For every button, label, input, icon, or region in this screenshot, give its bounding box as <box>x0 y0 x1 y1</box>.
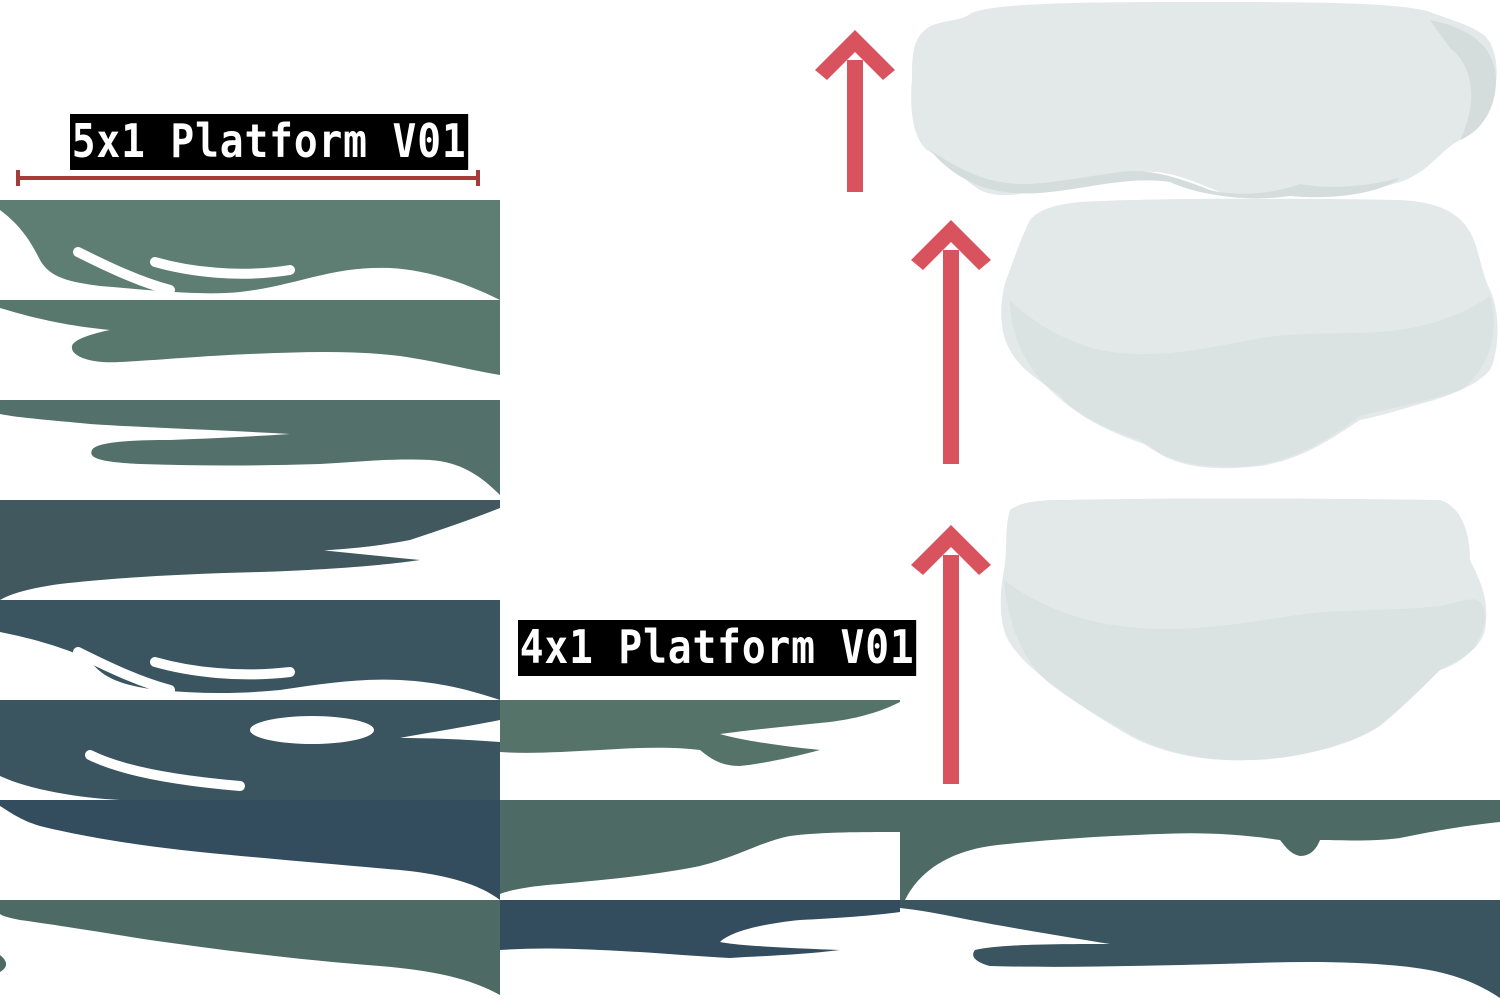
platform-tile-5x1-row6 <box>0 700 500 800</box>
platform-5x1-label: 5x1 Platform V01 <box>70 114 469 170</box>
platform-tile-4x1-row2 <box>500 800 900 894</box>
platform-tile-4x1-row1 <box>500 700 900 766</box>
platform-tile-ground-row2 <box>900 900 1500 998</box>
platform-tile-5x1-row8 <box>0 900 500 995</box>
platform-tile-4x1-row3 <box>500 900 900 958</box>
platform-4x1-label: 4x1 Platform V01 <box>518 620 917 676</box>
platform-tile-5x1-row5 <box>0 600 500 700</box>
platform-tile-ground-row1 <box>900 800 1500 900</box>
up-arrow-icon <box>911 220 991 464</box>
platform-tile-5x1-row1 <box>0 200 500 300</box>
platform-tile-5x1-row3 <box>0 400 500 495</box>
width-measure-bar <box>16 170 480 186</box>
cloud-icon <box>911 2 1497 199</box>
platform-tile-5x1-row4 <box>0 500 500 600</box>
up-arrow-icon <box>815 30 895 192</box>
up-arrow-icon <box>911 525 991 784</box>
cloud-icon <box>1000 498 1487 761</box>
platform-tile-5x1-row7 <box>0 800 500 900</box>
cloud-icon <box>1001 198 1498 469</box>
platform-tile-5x1-row2 <box>0 300 500 375</box>
